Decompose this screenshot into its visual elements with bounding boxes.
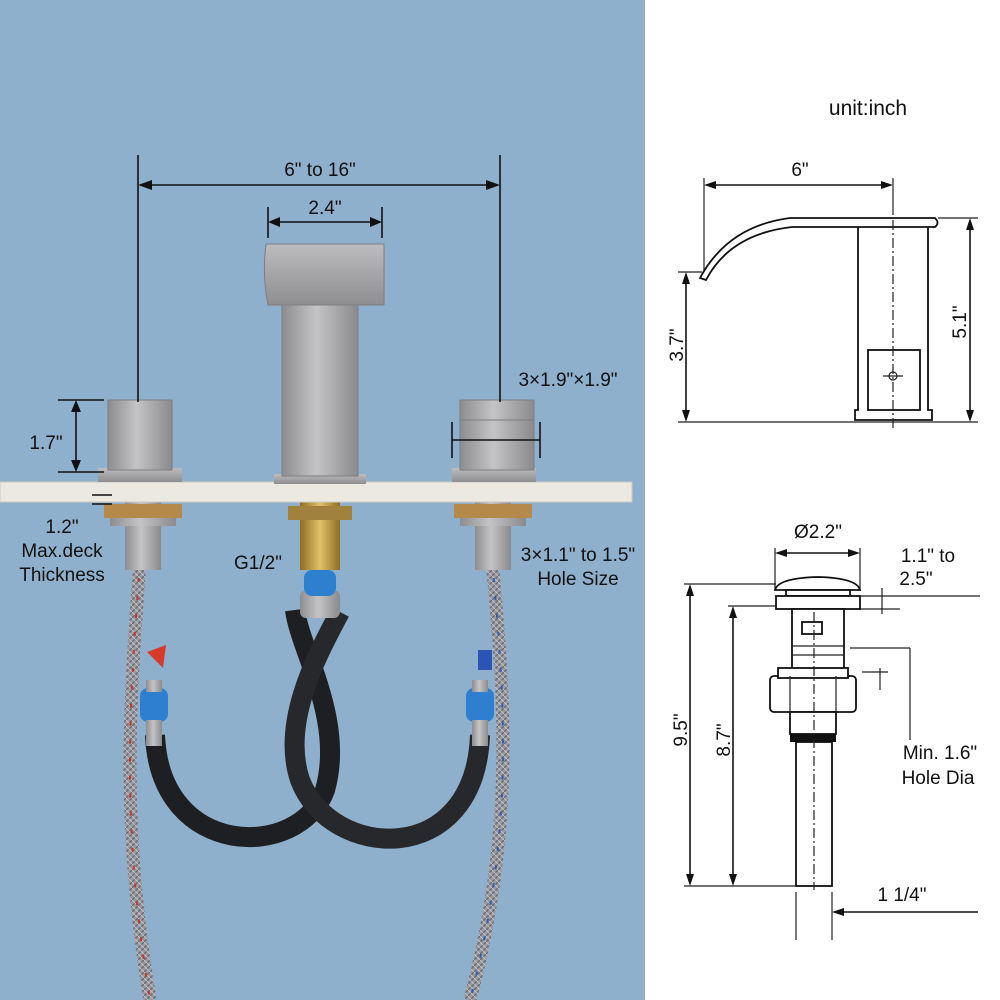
tee-connector (300, 590, 340, 618)
hole-size-line1: 3×1.1" to 1.5" (521, 545, 635, 566)
unit-label: unit:inch (829, 97, 907, 120)
spout-width-label: 2.4" (308, 198, 341, 219)
body-length-label: 8.7" (714, 723, 735, 756)
thread-size-label: G1/2" (234, 553, 282, 574)
spout-technical-drawing: unit:inch 6" 3.7" (667, 97, 978, 430)
photo-dimension-lines (58, 155, 541, 505)
handle-size-label: 3×1.9"×1.9" (518, 370, 617, 391)
pipe-diameter-label: 1 1/4" (877, 885, 926, 906)
adjust-range-line2: 2.5" (899, 569, 932, 590)
handle-height-label: 1.7" (29, 433, 62, 454)
cap-diameter-label: Ø2.2" (794, 522, 842, 543)
total-height-label: 5.1" (950, 305, 971, 338)
deck-thickness-line2: Thickness (19, 565, 105, 586)
faucet-illustration (0, 243, 633, 1000)
drain-technical-drawing: Ø2.2" 1.1" to 2.5" (671, 522, 980, 940)
total-length-label: 9.5" (671, 713, 692, 746)
drain-cap (773, 576, 862, 591)
spread-width-label: 6" to 16" (284, 160, 356, 181)
spout-length-label: 6" (791, 160, 808, 181)
hole-dia-line2: Hole Dia (902, 768, 975, 789)
spout-head (263, 243, 385, 306)
right-handle (459, 399, 535, 471)
left-handle (107, 399, 173, 471)
drain-nut (769, 675, 857, 713)
deck-thickness-line1: Max.deck (21, 541, 103, 562)
right-valve-body (466, 688, 494, 722)
left-supply-hose (123, 559, 157, 1000)
hot-indicator (147, 645, 166, 668)
cold-indicator (478, 650, 492, 670)
hole-size-line2: Hole Size (537, 569, 618, 590)
left-valve-body (140, 688, 168, 722)
spout-body (281, 299, 359, 477)
photo-text-labels: 6" to 16" 2.4" 3×1.9"×1.9" 1.7" 1.2" Max… (19, 160, 635, 590)
deck-thickness-value: 1.2" (45, 517, 78, 538)
black-connector-hose-right (284, 607, 490, 849)
mounting-deck (0, 481, 633, 503)
hole-dia-line1: Min. 1.6" (903, 743, 977, 764)
adjust-range-line1: 1.1" to (901, 546, 955, 567)
spout-height-label: 3.7" (667, 328, 688, 361)
